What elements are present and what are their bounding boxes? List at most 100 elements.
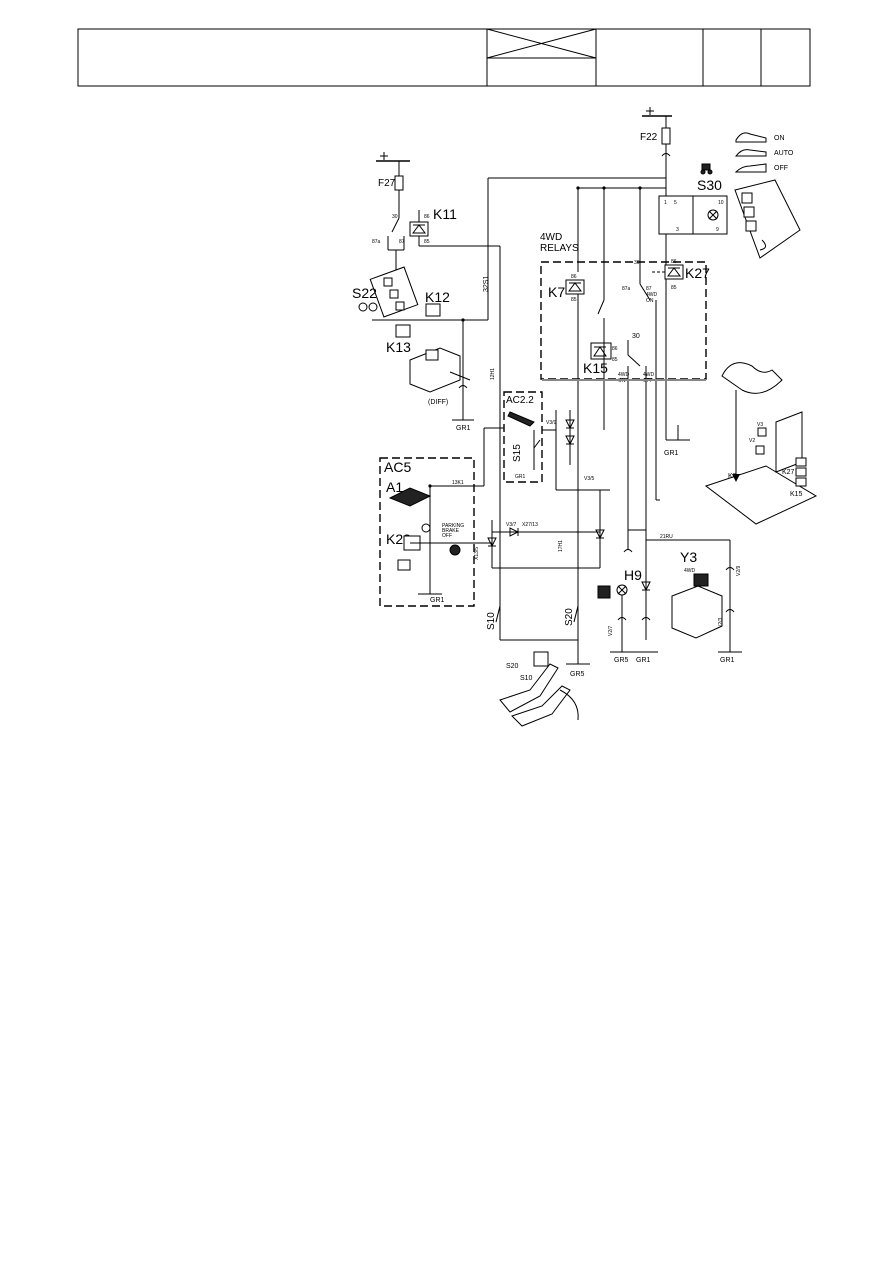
k7-label: K7 [548, 284, 565, 300]
f22-supply: F22 [640, 107, 672, 196]
legend-on: ON [774, 135, 785, 142]
gr5-label-h9: GR5 [614, 657, 629, 664]
s30-term-5: 5 [674, 200, 677, 206]
k27-4wd-on-line1: 4WD [646, 292, 658, 298]
k27-term-86: 86 [671, 259, 677, 265]
gr1-label-diff: GR1 [456, 425, 471, 432]
ground-k27: GR1 [664, 425, 690, 457]
v3-diode-group: V3/5 [483, 342, 610, 650]
switch-position-legend: ON AUTO OFF [734, 132, 801, 259]
relays-title-line1: 4WD [540, 232, 562, 243]
tractor-icon [700, 163, 713, 175]
f27-supply: F27 [376, 152, 410, 218]
gr5-label-pedals: GR5 [570, 671, 585, 678]
s22-label: S22 [352, 285, 377, 301]
conn-v2-3: V3/7 [506, 522, 517, 528]
gr1-label-y3a: GR1 [636, 657, 651, 664]
ground-diff: GR1 [452, 419, 474, 432]
s10-label: S10 [486, 612, 497, 630]
k15-label: K15 [583, 360, 608, 376]
header-frame [77, 28, 811, 87]
k13-relay-icon [395, 324, 411, 338]
y3-valve: GR1 21RU V2/9 V2/3 GR1 Y3 4WD [634, 499, 742, 664]
k15-term-86: 86 [612, 346, 618, 352]
dashboard-switch-panel-icon [734, 179, 801, 259]
parking-label-line1: PARKING [442, 523, 464, 529]
diff-label: (DIFF) [428, 399, 448, 406]
ac5-label: AC5 [384, 459, 411, 475]
k11-relay: K11 30 86 87a 87 85 32S1 [372, 206, 501, 620]
s30-term-1: 1 [664, 200, 667, 206]
s30-term-9: 9 [716, 227, 719, 233]
ill-k15-label: K15 [790, 491, 803, 498]
conn-v2-9: X27/13 [522, 522, 538, 528]
lamp-icon [707, 209, 719, 221]
conn-x13-5: V2/3 [718, 617, 724, 628]
parking-label-line3: OFF [442, 533, 452, 539]
k7-term-85: 85 [571, 297, 577, 303]
f22-label: F22 [640, 132, 658, 143]
ill-v2-label: V2 [749, 438, 755, 444]
diff-valve: (DIFF) [409, 347, 471, 406]
k27-term-87: 87 [646, 286, 652, 292]
conn-x13-3: V2/9 [736, 565, 742, 576]
ill-v3-label: V3 [757, 422, 763, 428]
k27-term-30: 30 [634, 260, 640, 266]
pedal-switches: S10 S20 GR5 [486, 605, 590, 678]
parking-brake-icon [421, 523, 431, 533]
top-bus [463, 177, 667, 321]
f27-label: F27 [378, 178, 396, 189]
s30-term-10: 10 [718, 200, 724, 206]
conn-v3-5: V3/5 [584, 476, 595, 482]
conn-v2-7: X13/5 [474, 547, 480, 560]
s30-switch: 1 5 10 3 9 S30 [658, 163, 728, 235]
tractor-location-illustration: K7 V3 V2 K27 K15 [704, 362, 818, 525]
ill-k7-label: K7 [728, 473, 737, 480]
gr1-label-y3b: GR1 [720, 657, 735, 664]
ac5-block: AC5 A1 13K1 K28 PARKING BRAKE OFF GR1 [379, 457, 492, 607]
wire-17h1: 17H1 [558, 540, 564, 552]
pedal-s10-label: S10 [520, 675, 533, 682]
s22-switch: S22 [352, 266, 419, 318]
4wd-relays-block: 4WD RELAYS K7 86 85 K15 86 85 K27 86 85 … [540, 232, 710, 640]
k15-4wd-on-line1: 4WD [618, 372, 630, 378]
k15-30: 30 [632, 333, 640, 340]
v2-diode-group: V3/7 X27/13 X13/5 17H1 12H1 [474, 368, 605, 569]
gr1-label-k27: GR1 [664, 450, 679, 457]
gr1-label-ac22: GR1 [515, 474, 526, 480]
conn-x27-13: V2/7 [608, 625, 614, 636]
k11-label: K11 [433, 206, 457, 222]
k11-term-86: 86 [424, 214, 430, 220]
s15-label: S15 [512, 444, 523, 462]
relays-title-line2: RELAYS [540, 243, 579, 254]
h9-lamp: H9 V2/7 GR5 [597, 529, 646, 664]
gr1-label-ac5: GR1 [430, 597, 445, 604]
k11-term-85: 85 [424, 239, 430, 245]
k12-label: K12 [425, 289, 450, 305]
wire-32s1: 32S1 [483, 276, 490, 292]
y3-label: Y3 [680, 549, 697, 565]
parking-label-line2: BRAKE [442, 528, 460, 534]
pedal-s20-label: S20 [506, 663, 519, 670]
a1-label: A1 [386, 479, 403, 495]
k11-term-87: 87 [399, 239, 405, 245]
wire-21ru: 21RU [660, 534, 673, 540]
h9-label: H9 [624, 567, 642, 583]
k15-4wd-off: 4WD OFF [643, 372, 656, 384]
parking-label: PARKING BRAKE OFF [442, 523, 466, 539]
legend-auto: AUTO [774, 150, 794, 157]
ill-k27-label: K27 [782, 469, 795, 476]
k27-4wd-on: 4WD ON [646, 292, 659, 304]
legend-off: OFF [774, 165, 788, 172]
f27-fuse-symbol [394, 175, 404, 191]
conn-v3-9: V3/9 [546, 420, 557, 426]
f22-fuse-symbol [661, 127, 671, 145]
pedal-illustration: S20 S10 [499, 651, 579, 727]
wire-12h1: 12H1 [490, 368, 496, 380]
k15-4wd-on: 4WD ON [618, 372, 631, 384]
k27-term-85: 85 [671, 285, 677, 291]
k15-term-85: 85 [612, 357, 618, 363]
wire-13k1: 13K1 [452, 480, 464, 486]
s20-label: S20 [564, 608, 575, 626]
k11-term-87a: 87a [372, 239, 381, 245]
